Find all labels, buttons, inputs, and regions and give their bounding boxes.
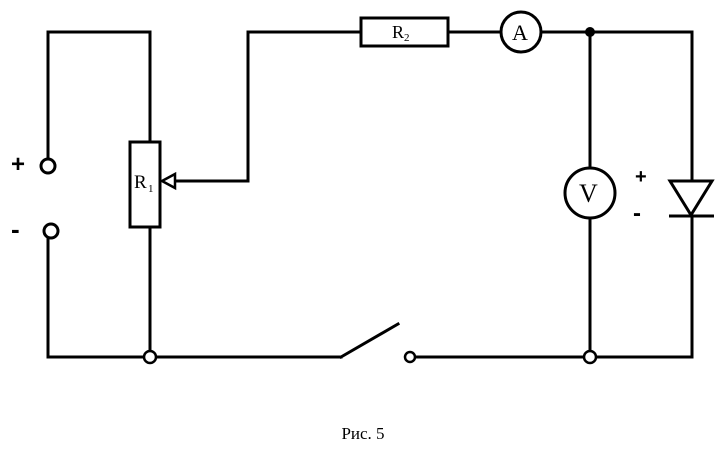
terminal-minus [42,222,60,240]
slider-arrow [159,171,177,191]
r1-label: R [134,172,147,193]
r2-subscript: 2 [404,32,410,44]
voltmeter-label: V [579,179,598,208]
diode-plus-label: + [635,166,647,188]
ammeter [499,10,543,54]
r1-subscript: 1 [148,183,154,195]
wire-slider [174,30,363,183]
resistor-r2 [359,16,450,48]
wire-top-left [46,30,152,162]
figure-caption: Рис. 5 [341,424,385,443]
switch-contact [403,350,417,364]
terminal-plus [39,157,57,175]
node-bottom-right [582,349,598,365]
resistor-r1 [128,140,162,229]
voltmeter [563,166,617,220]
junction-top-right [585,27,595,37]
switch-lever [338,321,401,360]
plus-sign-label: + [11,151,25,178]
ammeter-label: A [512,20,528,45]
node-bottom-left [142,349,158,365]
wire-top-right [540,30,694,183]
wire-bottom-rail-right [414,215,694,359]
minus-sign-label: - [11,214,20,244]
diode-minus-label: - [633,200,641,227]
diode-triangle [667,179,715,218]
r2-label: R [392,22,404,42]
